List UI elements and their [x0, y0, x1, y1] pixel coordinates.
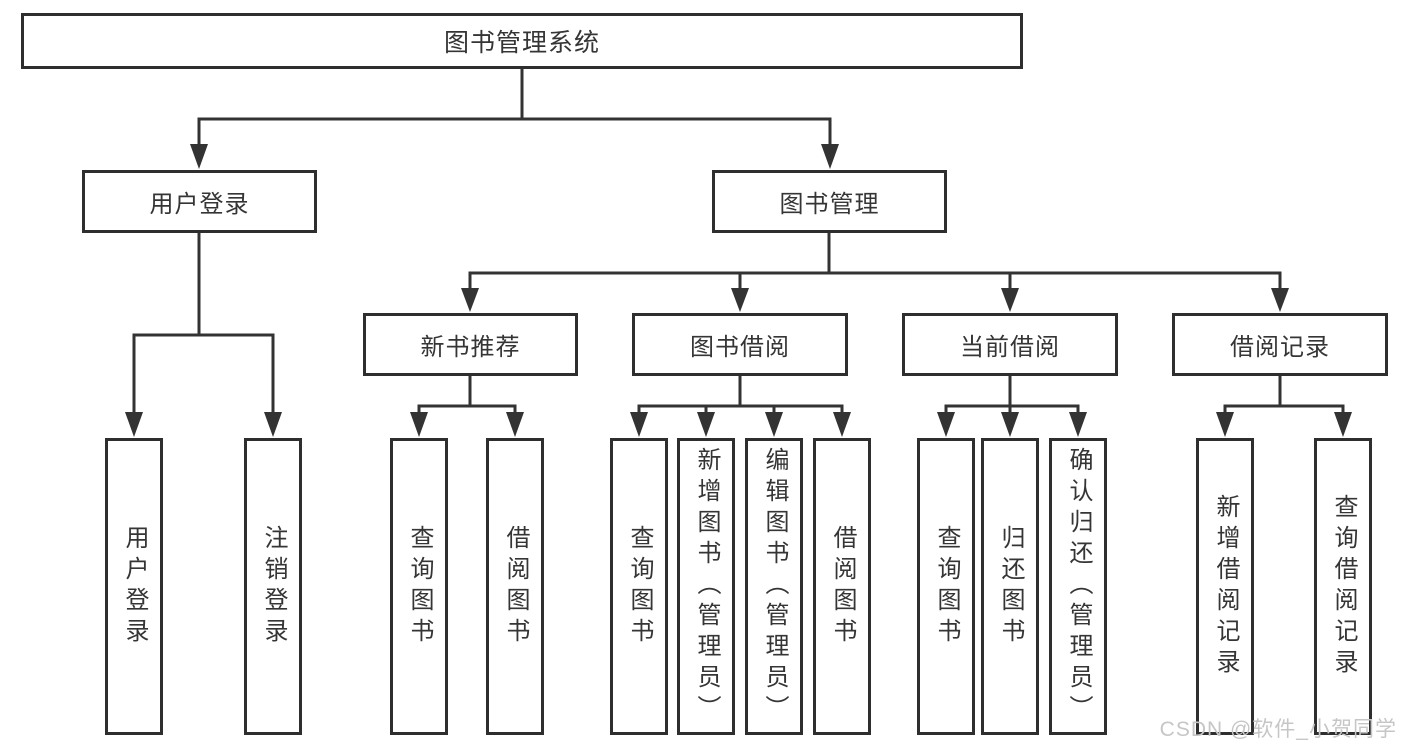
node-new-book-recommend-label: 新书推荐	[420, 334, 521, 361]
connector-book-borrowing-children	[630, 374, 851, 437]
arrow-down-icon	[410, 412, 428, 437]
node-leaf-bb-edit-book-admin: 编辑图书（管理员）	[745, 438, 803, 735]
node-leaf-bb-add-book-admin-label: 新增图书（管理员）	[693, 447, 720, 726]
node-user-login-label: 用户登录	[149, 191, 250, 218]
arrow-down-icon	[821, 144, 839, 169]
node-leaf-bb-add-book-admin: 新增图书（管理员）	[677, 438, 735, 735]
node-leaf-bb-query-book-label: 查询图书	[626, 524, 653, 649]
arrow-down-icon	[937, 412, 955, 437]
arrow-down-icon	[190, 144, 208, 169]
node-leaf-bb-borrow-book: 借阅图书	[813, 438, 871, 735]
node-leaf-cb-query-book: 查询图书	[917, 438, 975, 735]
arrow-down-icon	[461, 288, 479, 312]
node-leaf-user-login-label: 用户登录	[121, 524, 148, 649]
node-leaf-cb-confirm-return-admin-label: 确认归还（管理员）	[1065, 447, 1092, 726]
node-new-book-recommend: 新书推荐	[363, 313, 578, 376]
arrow-down-icon	[506, 412, 524, 437]
node-leaf-br-query-record: 查询借阅记录	[1314, 438, 1372, 735]
arrow-down-icon	[765, 412, 783, 437]
node-leaf-cb-return-book-label: 归还图书	[997, 524, 1024, 649]
csdn-watermark: CSDN @软件_小贺同学	[1159, 718, 1397, 741]
node-leaf-logout: 注销登录	[244, 438, 302, 735]
node-leaf-br-add-record-label: 新增借阅记录	[1212, 493, 1239, 680]
arrow-down-icon	[833, 412, 851, 437]
node-leaf-nbr-borrow-book: 借阅图书	[486, 438, 544, 735]
node-root-system-label: 图书管理系统	[443, 29, 600, 57]
arrow-down-icon	[1216, 412, 1234, 437]
node-current-borrowing-label: 当前借阅	[960, 334, 1060, 361]
connector-book-mgmt-to-level3	[461, 231, 1289, 312]
arrow-down-icon	[1001, 412, 1019, 437]
arrow-down-icon	[1001, 288, 1019, 312]
node-leaf-nbr-query-book-label: 查询图书	[406, 524, 433, 649]
arrow-down-icon	[731, 288, 749, 312]
node-leaf-br-query-record-label: 查询借阅记录	[1330, 493, 1357, 680]
arrow-down-icon	[1069, 412, 1087, 437]
arrow-down-icon	[1334, 412, 1352, 437]
arrow-down-icon	[630, 412, 648, 437]
arrow-down-icon	[1271, 288, 1289, 312]
node-root-system: 图书管理系统	[21, 13, 1023, 69]
node-leaf-cb-confirm-return-admin: 确认归还（管理员）	[1049, 438, 1107, 735]
node-borrowing-records: 借阅记录	[1172, 313, 1388, 376]
node-leaf-nbr-query-book: 查询图书	[390, 438, 448, 735]
node-leaf-br-add-record: 新增借阅记录	[1196, 438, 1254, 735]
node-book-management: 图书管理	[712, 170, 947, 233]
node-leaf-bb-edit-book-admin-label: 编辑图书（管理员）	[761, 447, 788, 726]
connector-current-borrowing-children	[937, 374, 1087, 437]
arrow-down-icon	[125, 412, 143, 437]
node-leaf-logout-label: 注销登录	[260, 524, 287, 649]
node-leaf-user-login: 用户登录	[105, 438, 163, 735]
node-leaf-cb-return-book: 归还图书	[981, 438, 1039, 735]
node-leaf-bb-borrow-book-label: 借阅图书	[829, 524, 856, 649]
node-leaf-nbr-borrow-book-label: 借阅图书	[502, 524, 529, 649]
node-user-login: 用户登录	[82, 170, 317, 233]
arrow-down-icon	[264, 412, 282, 437]
node-book-borrowing-label: 图书借阅	[690, 334, 790, 361]
arrow-down-icon	[697, 412, 715, 437]
node-book-management-label: 图书管理	[779, 191, 880, 218]
node-borrowing-records-label: 借阅记录	[1230, 334, 1330, 361]
connector-root-to-level2	[190, 66, 839, 169]
connector-borrowing-records-children	[1216, 374, 1352, 437]
connector-new-book-recommend-children	[410, 374, 524, 437]
node-leaf-cb-query-book-label: 查询图书	[933, 524, 960, 649]
node-leaf-bb-query-book: 查询图书	[610, 438, 668, 735]
connector-user-login-children	[125, 231, 282, 437]
node-current-borrowing: 当前借阅	[902, 313, 1118, 376]
node-book-borrowing: 图书借阅	[632, 313, 848, 376]
